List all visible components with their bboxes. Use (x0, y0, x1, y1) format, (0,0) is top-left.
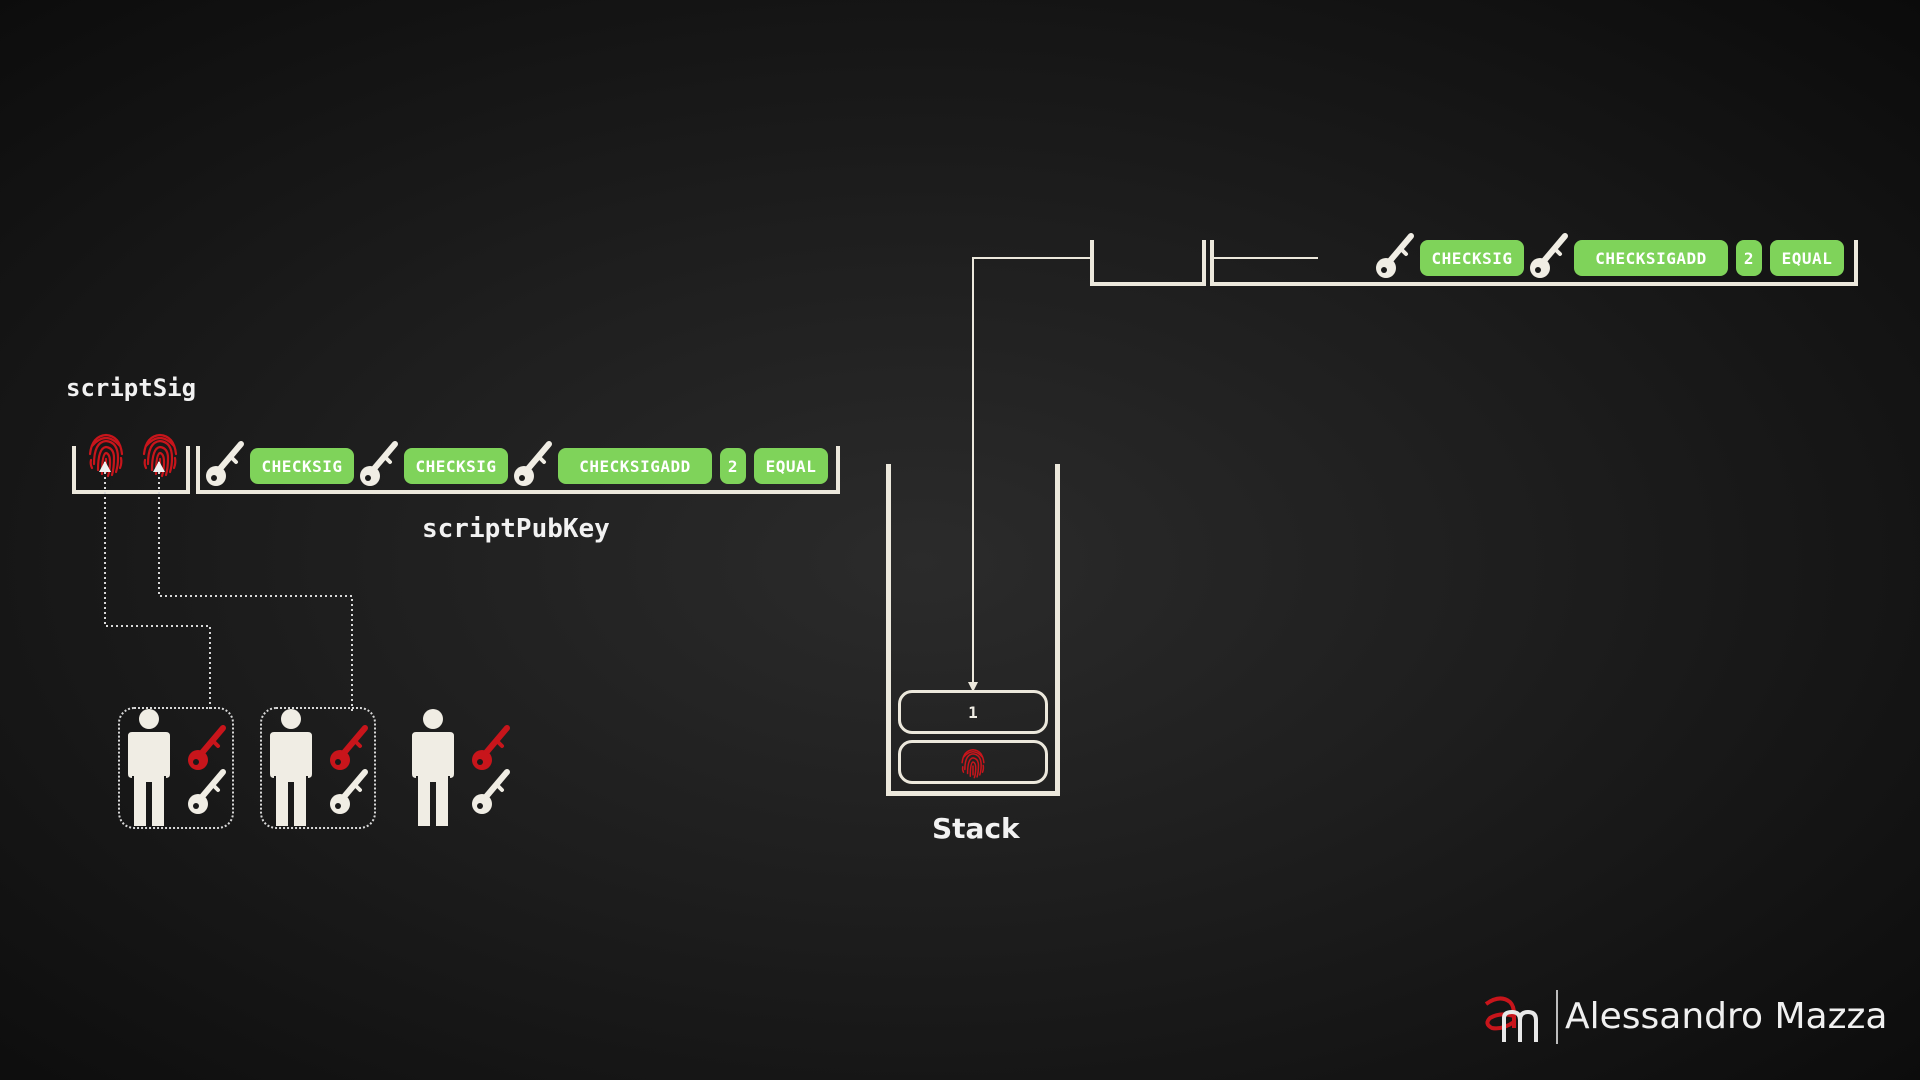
private-key-icon (186, 724, 228, 772)
public-key-icon (328, 768, 370, 816)
signature-fingerprint-icon (959, 745, 987, 779)
scriptpubkey-label: scriptPubKey (422, 514, 610, 544)
brand-name: Alessandro Mazza (1565, 996, 1888, 1037)
stack-label: Stack (932, 812, 1020, 845)
private-key-icon (470, 724, 512, 772)
number-2-opcode: 2 (1736, 240, 1762, 276)
person-icon (126, 708, 172, 828)
brand-logo (1484, 996, 1538, 1042)
number-2-opcode: 2 (720, 448, 746, 484)
public-key-icon (204, 440, 246, 488)
equal-opcode: EQUAL (754, 448, 828, 484)
scriptsig-label: scriptSig (66, 374, 197, 402)
stack-item-signature (898, 740, 1048, 784)
stack-item-counter: 1 (898, 690, 1048, 734)
checksig-opcode: CHECKSIG (1420, 240, 1524, 276)
checksig-opcode: CHECKSIG (404, 448, 508, 484)
private-key-icon (328, 724, 370, 772)
public-key-icon (1374, 232, 1416, 280)
public-key-icon (186, 768, 228, 816)
checksig-opcode: CHECKSIG (250, 448, 354, 484)
public-key-icon (358, 440, 400, 488)
public-key-icon (470, 768, 512, 816)
person-icon (268, 708, 314, 828)
public-key-icon (512, 440, 554, 488)
public-key-icon (1528, 232, 1570, 280)
checksigadd-opcode: CHECKSIGADD (1574, 240, 1728, 276)
remaining-script-bracket (1210, 240, 1858, 286)
person-icon (410, 708, 456, 828)
checksigadd-opcode: CHECKSIGADD (558, 448, 712, 484)
consumed-script-bracket (1090, 240, 1206, 286)
signature-fingerprint-icon (86, 428, 126, 478)
equal-opcode: EQUAL (1770, 240, 1844, 276)
signature-fingerprint-icon (140, 428, 180, 478)
signer-group (118, 707, 234, 829)
signer-group (260, 707, 376, 829)
brand-divider (1556, 990, 1558, 1044)
